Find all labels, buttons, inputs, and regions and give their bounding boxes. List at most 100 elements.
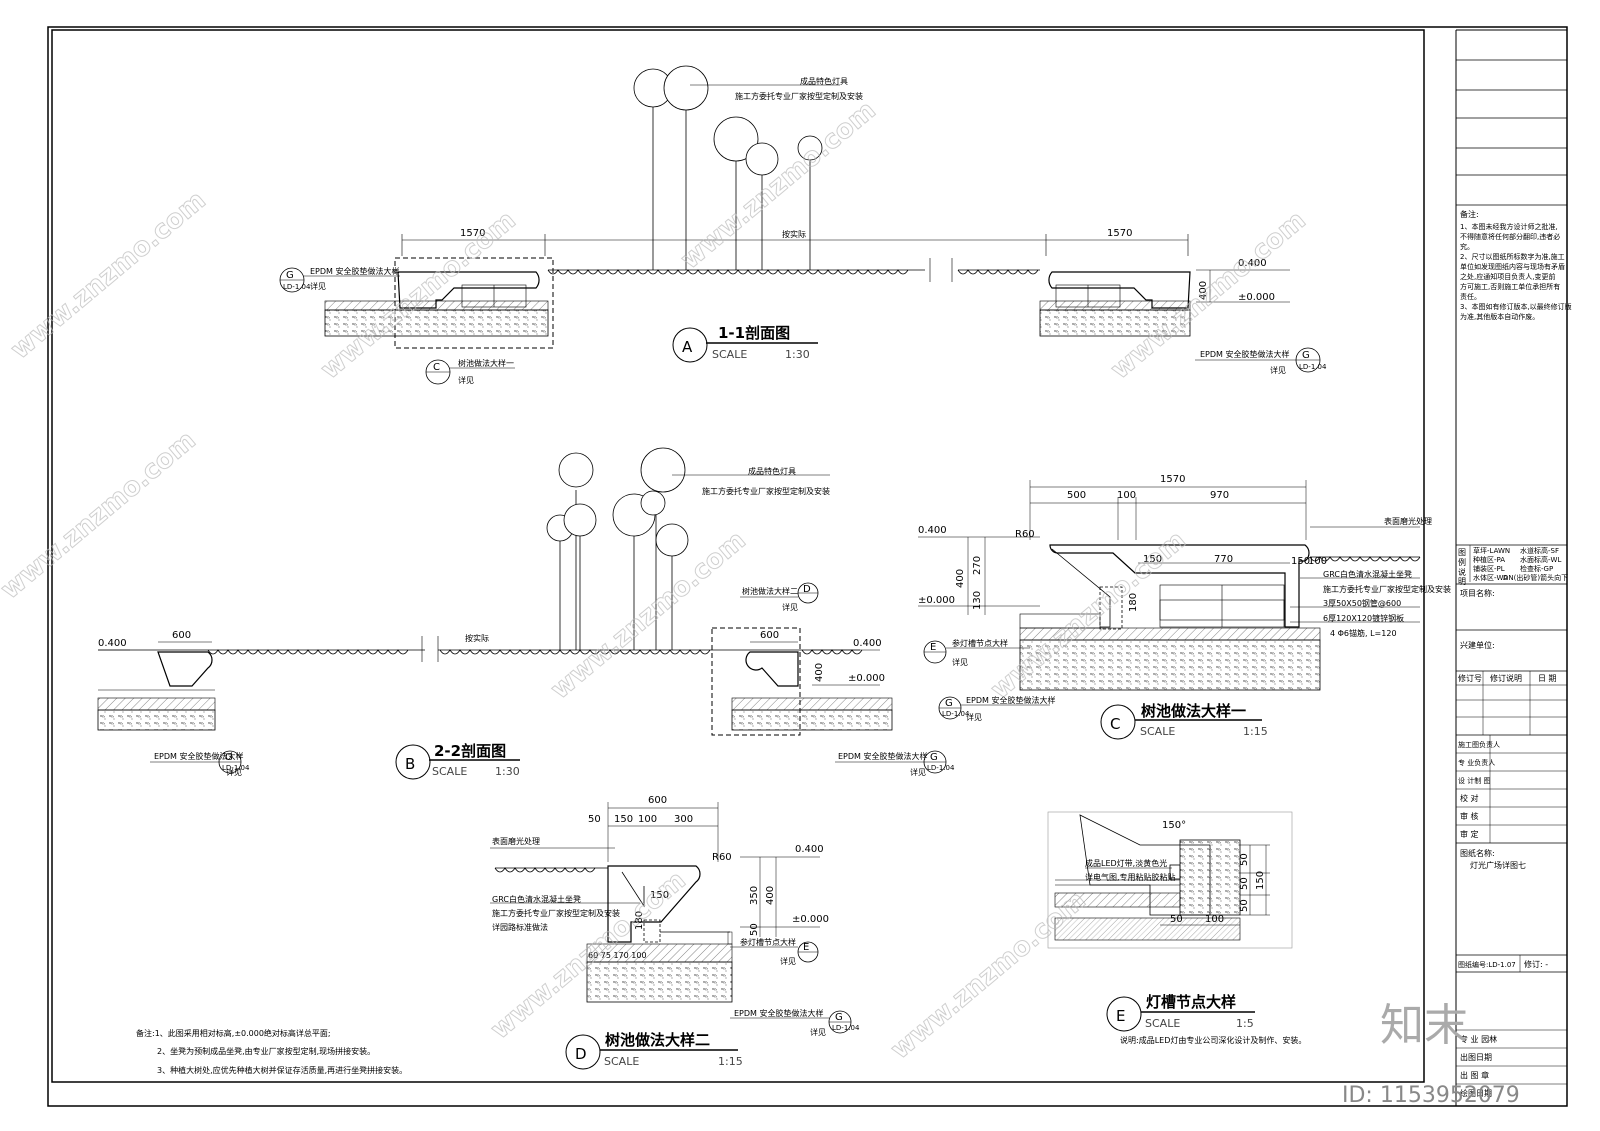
e-note2: 详电气图,专用粘贴胶粘贴: [1085, 872, 1176, 882]
tb-legend-l3: 说: [1458, 567, 1466, 577]
tb-legend-5: 检查标-GP: [1520, 564, 1553, 573]
b-elev-left: 0.400: [98, 638, 127, 649]
c-dim-e: 770: [1214, 554, 1233, 565]
e-title: 灯槽节点大样: [1146, 993, 1236, 1011]
watermark-site-3: www.znzmo.com: [675, 95, 881, 275]
c-r: R60: [1015, 529, 1035, 540]
svg-text:E: E: [803, 942, 809, 953]
svg-text:LD-1.04: LD-1.04: [832, 1024, 860, 1032]
d-scale-word: SCALE: [604, 1055, 639, 1068]
c-elev-top: 0.400: [918, 525, 947, 536]
d-dim-0: 50: [588, 814, 601, 825]
b-detail-d: 详见: [782, 602, 798, 612]
title-block: 备注: 1、本图未经我方设计师之批准, 不得随意将任何部分翻印,违者必 究。 2…: [1455, 29, 1572, 1106]
tb-legend-0: 草坪-LAWN: [1473, 546, 1510, 555]
watermark-site-5: www.znzmo.com: [0, 425, 202, 605]
c-v4: 180: [1128, 593, 1139, 612]
c-dim-c: 970: [1210, 490, 1229, 501]
section-e: 50 50 50 150 50 100 150° 成品LED灯带,淡黄色光 详电…: [1047, 811, 1306, 1045]
remark-0: 备注:1、此图采用相对标高,±0.000绝对标高详总平面;: [136, 1028, 331, 1038]
tb-note-3: 2、尺寸以图纸所标数字为准,施工: [1460, 252, 1565, 261]
tb-note-8: 3、本图如有修订版本,以最终修订版: [1460, 302, 1572, 311]
e-angle: 150°: [1162, 820, 1186, 831]
c-epdm: EPDM 安全胶垫做法大样: [966, 695, 1055, 705]
remark-2: 3、种植大树处,应优先种植大树并保证存活质量,再进行坐凳拼接安装。: [157, 1065, 407, 1075]
a-title: 1-1剖面图: [718, 324, 790, 342]
a-elev-zero: ±0.000: [1238, 292, 1275, 303]
a-height: 400: [1198, 281, 1209, 300]
svg-text:G: G: [225, 752, 233, 763]
drawing-frame: [51, 29, 1425, 1083]
c-dim-total: 1570: [1160, 474, 1185, 485]
e-v1: 50: [1239, 877, 1250, 890]
d-dim-1: 150: [614, 814, 633, 825]
tb-role-5: 审 定: [1460, 829, 1479, 839]
section-b: 成品特色灯具 施工方委托专业厂家按型定制及安装 600 600 按实际 0.40…: [97, 447, 955, 780]
remarks: 备注:1、此图采用相对标高,±0.000绝对标高详总平面; 2、坐凳为预制成品坐…: [136, 1028, 407, 1075]
svg-text:G: G: [945, 698, 953, 709]
tb-role-0: 施工图负责人: [1458, 740, 1500, 749]
d-note-0: GRC白色清水混凝土坐凳: [492, 894, 581, 904]
a-scale: 1:30: [785, 348, 810, 361]
svg-text:LD-1.04: LD-1.04: [283, 283, 311, 291]
tb-legend-l4: 明: [1458, 577, 1466, 586]
tb-legend-4: 铺装区-PL: [1473, 564, 1505, 573]
b-height: 400: [814, 663, 825, 682]
svg-text:E: E: [930, 642, 936, 653]
d-detail-e: 详见: [780, 956, 796, 966]
svg-text:G: G: [286, 270, 294, 281]
svg-text:C: C: [433, 362, 440, 373]
e-h1: 100: [1205, 914, 1224, 925]
tb-legend-7: DN(出砂管)箭头向下: [1503, 573, 1568, 582]
watermark-layer: www.znzmo.com www.znzmo.com www.znzmo.co…: [0, 95, 1520, 1108]
tb-role-1: 专 业负责人: [1458, 758, 1495, 767]
d-epdm: EPDM 安全胶垫做法大样: [734, 1008, 823, 1018]
tb-client: 兴建单位:: [1460, 640, 1495, 650]
c-v2: 270: [972, 556, 983, 575]
b-detail-right: 详见: [910, 767, 926, 777]
b-dim-mid: 按实际: [465, 633, 489, 643]
c-letter: C: [1110, 715, 1120, 733]
e-letter: E: [1116, 1007, 1125, 1025]
tb-notes-head: 备注:: [1460, 209, 1479, 219]
b-lamp-note1: 成品特色灯具: [748, 466, 796, 476]
b-treepit: 树池做法大样二: [742, 586, 798, 596]
svg-text:LD-1.04: LD-1.04: [1299, 363, 1327, 371]
tb-legend-l2: 例: [1458, 557, 1466, 567]
watermark-id: ID: 1153952079: [1342, 1083, 1520, 1108]
c-detail-g: 详见: [966, 712, 982, 722]
c-note-1: 施工方委托专业厂家按型定制及安装: [1323, 584, 1451, 594]
tb-note-0: 1、本图未经我方设计师之批准,: [1460, 222, 1558, 231]
e-scale: 1:5: [1236, 1017, 1254, 1030]
e-footnote: 说明:成品LED灯由专业公司深化设计及制作、安装。: [1120, 1035, 1306, 1045]
a-detail-left: 详见: [310, 281, 326, 291]
tb-rev: 修订: -: [1524, 959, 1548, 969]
b-dim-left: 600: [172, 630, 191, 641]
c-dim-d: 150: [1143, 554, 1162, 565]
b-scale: 1:30: [495, 765, 520, 778]
tb-note-9: 为准,其他版本自动作废。: [1460, 312, 1539, 321]
a-detail-right: 详见: [1270, 365, 1286, 375]
c-scale-word: SCALE: [1140, 725, 1175, 738]
d-dim-total: 600: [648, 795, 667, 806]
c-v3: 130: [972, 591, 983, 610]
tb-project-name: 项目名称:: [1460, 588, 1495, 598]
d-note-1: 施工方委托专业厂家按型定制及安装: [492, 908, 620, 918]
a-detail-c: 详见: [458, 375, 474, 385]
a-epdm-left: EPDM 安全胶垫做法大样: [310, 266, 399, 276]
d-bottom: 60 75 170 100: [588, 951, 647, 960]
a-treepit: 树池做法大样一: [458, 358, 514, 368]
b-epdm-right: EPDM 安全胶垫做法大样: [838, 751, 927, 761]
tb-drawing-no: 图纸编号:LD-1.07: [1458, 960, 1516, 969]
e-h0: 50: [1170, 914, 1183, 925]
b-dim-right: 600: [760, 630, 779, 641]
watermark-brand: 知末: [1380, 1000, 1468, 1051]
c-dim-b: 100: [1117, 490, 1136, 501]
watermark-site-1: www.znzmo.com: [5, 185, 211, 365]
c-note-0: GRC白色清水混凝土坐凳: [1323, 569, 1412, 579]
svg-text:G: G: [835, 1012, 843, 1023]
tb-footer-1: 出图日期: [1460, 1052, 1492, 1062]
tb-footer-0: 专 业 园林: [1460, 1034, 1497, 1044]
c-note-3: 6厚120X120镀锌钢板: [1323, 613, 1404, 623]
tb-role-3: 校 对: [1460, 793, 1479, 803]
